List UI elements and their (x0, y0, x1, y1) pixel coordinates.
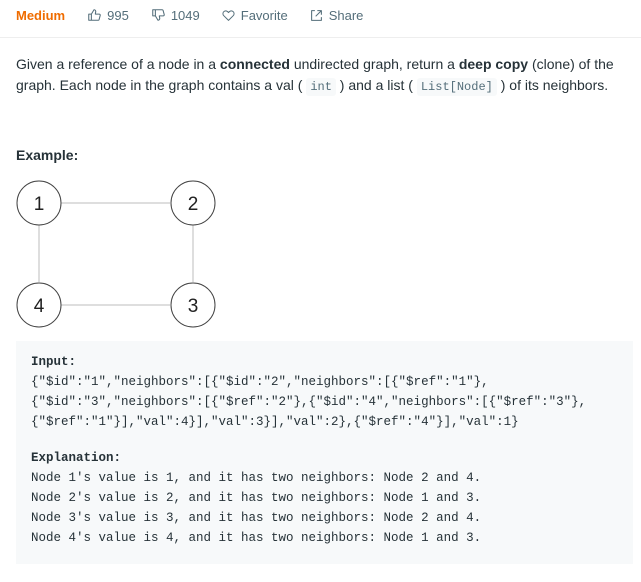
desc-text-4: ) and a list ( (335, 77, 417, 93)
graph-node-4-label: 4 (34, 296, 45, 317)
graph-node-3-label: 3 (188, 296, 199, 317)
thumbs-down-icon (152, 9, 165, 21)
example-title: Example: (16, 147, 79, 163)
problem-description: Given a reference of a node in a connect… (16, 54, 626, 98)
explanation-line-3: Node 3's value is 3, and it has two neig… (31, 511, 482, 525)
explanation-line-4: Node 4's value is 4, and it has two neig… (31, 531, 482, 545)
like-button[interactable]: 995 (87, 8, 129, 23)
desc-text-3: (clone) of the graph. Each node in the g… (16, 56, 614, 93)
favorite-label: Favorite (240, 7, 288, 23)
desc-text-2: undirected graph, return a (289, 56, 459, 72)
code-spacer (31, 432, 618, 448)
desc-text-1: Given a reference of a node in a (16, 56, 220, 72)
share-icon (310, 9, 322, 21)
graph-node-3 (170, 282, 216, 328)
explanation-label: Explanation: (31, 451, 122, 465)
desc-text-5: ) of its neighbors. (496, 77, 609, 93)
graph-node-2-label: 2 (188, 194, 199, 215)
example-code-block: Input: {"$id":"1","neighbors":[{"$id":"2"… (16, 341, 633, 564)
graph-node-2 (170, 180, 216, 226)
dislike-count: 1049 (170, 7, 200, 23)
heart-icon (222, 9, 235, 21)
thumbs-up-icon (88, 9, 101, 21)
explanation-line-1: Node 1's value is 1, and it has two neig… (31, 471, 482, 485)
explanation-line-2: Node 2's value is 2, and it has two neig… (31, 491, 482, 505)
input-line-3: {"$ref":"1"}],"val":4}],"val":3}],"val":… (31, 415, 519, 429)
difficulty-badge: Medium (16, 7, 66, 23)
graph-diagram: 1 2 3 4 (16, 180, 216, 328)
graph-node-1-label: 1 (34, 194, 45, 215)
desc-code-list: List[Node] (416, 78, 497, 96)
share-label: Share (328, 7, 364, 23)
graph-node-4 (16, 282, 62, 328)
share-button[interactable]: Share (310, 7, 364, 23)
dislike-button[interactable]: 1049 (151, 8, 200, 23)
header-divider (0, 37, 641, 38)
like-count: 995 (107, 7, 129, 23)
input-line-2: {"$id":"3","neighbors":[{"$ref":"2"},{"$… (31, 395, 587, 409)
input-label: Input: (31, 355, 77, 369)
desc-deep-copy: deep copy (458, 56, 529, 72)
problem-header: Medium 995 1049 Favorite Share (16, 0, 385, 30)
input-line-1: {"$id":"1","neighbors":[{"$id":"2","neig… (31, 375, 489, 389)
desc-connected: connected (219, 56, 290, 72)
desc-code-int: int (306, 78, 336, 96)
favorite-button[interactable]: Favorite (222, 8, 288, 23)
graph-node-1 (16, 180, 62, 226)
